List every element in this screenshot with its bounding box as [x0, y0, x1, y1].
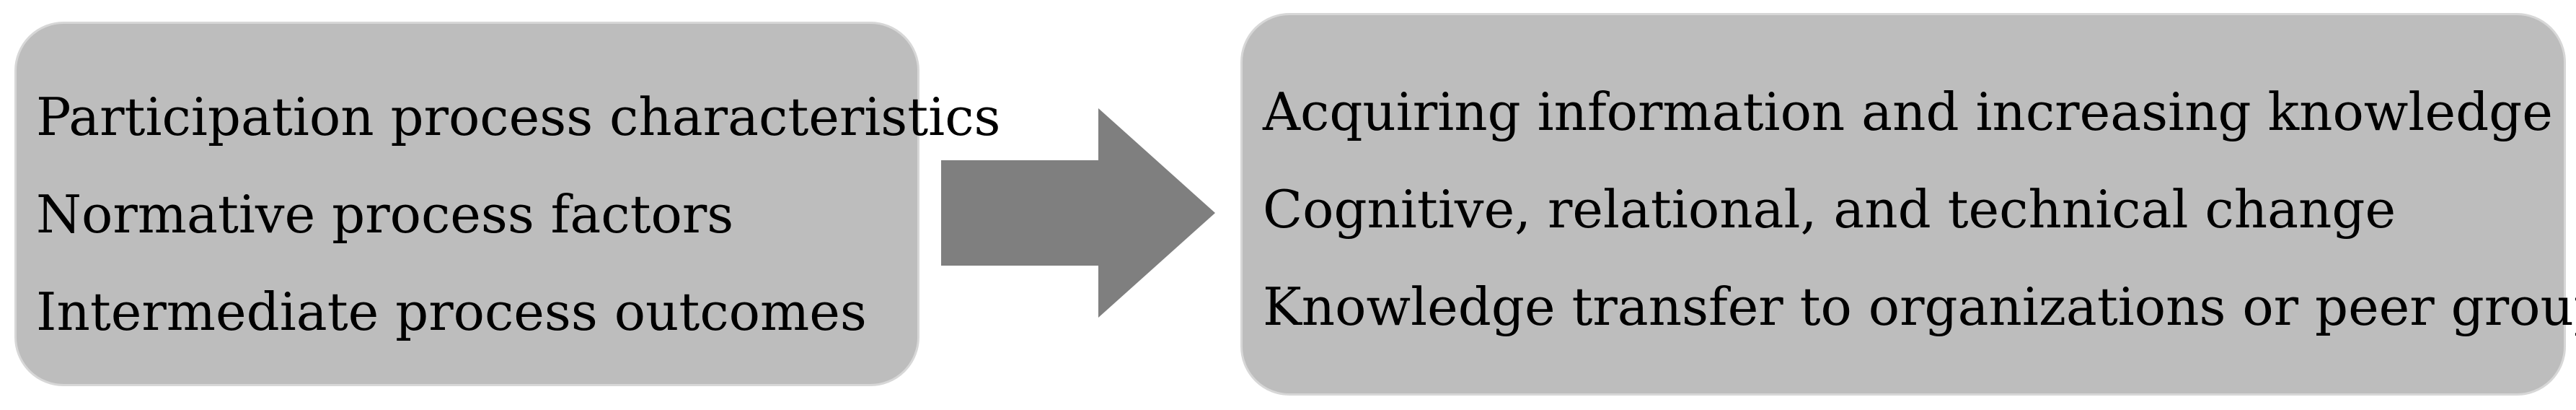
input-factor-item: Normative process factors [36, 184, 734, 245]
right-arrow-icon [941, 108, 1215, 318]
outcome-item: Cognitive, relational, and technical cha… [1263, 179, 2396, 240]
input-factor-item: Intermediate process outcomes [36, 282, 867, 342]
arrow-shape [941, 108, 1215, 318]
input-factors-box: Participation process characteristics No… [14, 22, 1000, 386]
outcome-item: Acquiring information and increasing kno… [1263, 82, 2553, 142]
input-factor-item: Participation process characteristics [36, 87, 1001, 147]
outcome-item: Knowledge transfer to organizations or p… [1263, 276, 2576, 337]
outcomes-box: Acquiring information and increasing kno… [1240, 13, 2576, 396]
